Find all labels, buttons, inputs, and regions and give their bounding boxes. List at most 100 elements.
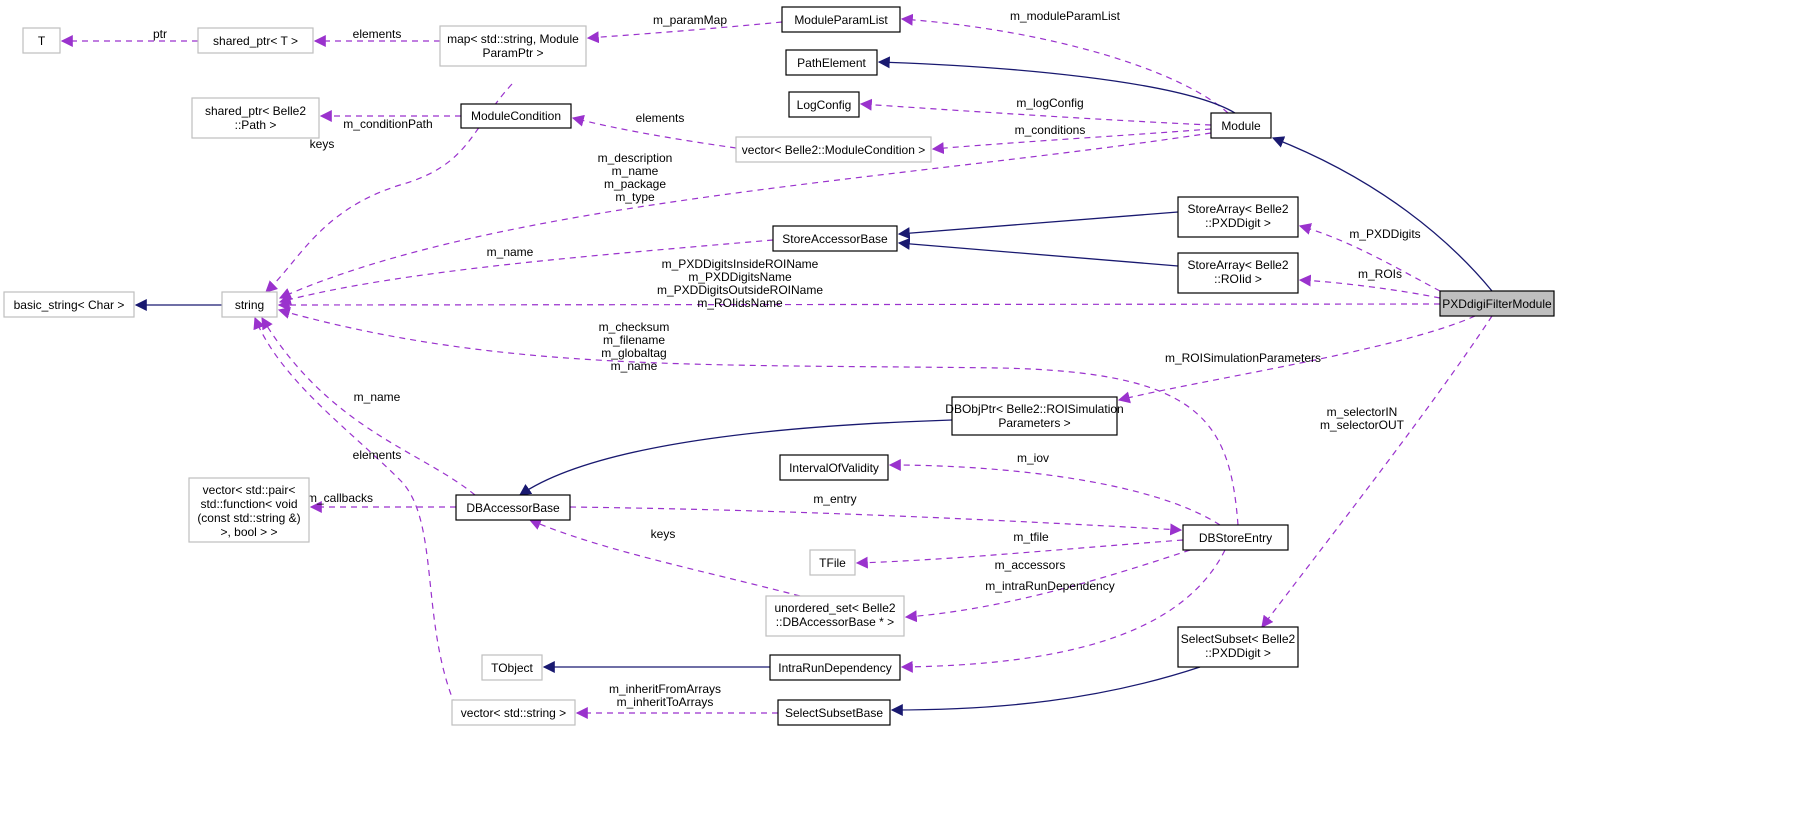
svg-text:IntervalOfValidity: IntervalOfValidity [789, 461, 879, 475]
node-PathElement[interactable]: PathElement [785, 49, 878, 76]
label-pxddigits: m_PXDDigits [1349, 227, 1420, 241]
node-TObject[interactable]: TObject [481, 654, 543, 681]
label-entry: m_entry [813, 492, 856, 506]
edge-elements-vecstr [253, 316, 456, 706]
label-paramMap: m_paramMap [653, 13, 727, 27]
svg-text:SelectSubset< Belle2: SelectSubset< Belle2 [1181, 632, 1296, 646]
edge-inherit-storearray-pxd [897, 211, 1179, 240]
svg-text:::PXDDigit >: ::PXDDigit > [1205, 216, 1271, 230]
edge-inherit-module [1271, 136, 1493, 292]
label-sab-string: m_name [487, 245, 534, 259]
svg-text:std::function< void: std::function< void [200, 497, 297, 511]
edge-dbse-string [277, 307, 1239, 526]
node-vector-string[interactable]: vector< std::string > [451, 699, 576, 726]
node-PXDdigiFilterModule[interactable]: PXDdigiFilterModule [1439, 290, 1555, 317]
label-rois: m_ROIs [1358, 267, 1402, 281]
edge-pxddigits [1298, 223, 1441, 292]
node-DBStoreEntry[interactable]: DBStoreEntry [1182, 524, 1289, 551]
node-DBObjPtr[interactable]: DBObjPtr< Belle2::ROISimulationParameter… [945, 396, 1124, 436]
svg-text:vector< std::string >: vector< std::string > [461, 706, 566, 720]
svg-text:map< std::string, Module: map< std::string, Module [447, 32, 579, 46]
node-LogConfig[interactable]: LogConfig [788, 91, 860, 118]
svg-text:DBObjPtr< Belle2::ROISimulatio: DBObjPtr< Belle2::ROISimulation [945, 402, 1123, 416]
svg-text:ParamPtr >: ParamPtr > [482, 46, 543, 60]
label-ptr: ptr [153, 27, 167, 41]
node-IntraRunDependency[interactable]: IntraRunDependency [769, 654, 901, 681]
node-StoreAccessorBase[interactable]: StoreAccessorBase [772, 225, 898, 252]
node-vector-modulecondition[interactable]: vector< Belle2::ModuleCondition > [735, 136, 932, 163]
svg-text:vector< Belle2::ModuleConditio: vector< Belle2::ModuleCondition > [742, 143, 925, 157]
node-shared-ptr-T[interactable]: shared_ptr< T > [197, 27, 314, 54]
edge-entry [569, 506, 1183, 536]
node-T[interactable]: T [22, 27, 61, 54]
edge-selector [1261, 315, 1493, 628]
svg-text:Parameters >: Parameters > [998, 416, 1070, 430]
svg-text:PXDdigiFilterModule: PXDdigiFilterModule [1442, 297, 1552, 311]
label-conditionPath: m_conditionPath [343, 117, 432, 131]
edge-inherit-selectsubsetbase [890, 666, 1201, 716]
svg-text:StoreAccessorBase: StoreAccessorBase [782, 232, 888, 246]
edge-intraRun [900, 549, 1226, 673]
svg-text:SelectSubsetBase: SelectSubsetBase [785, 706, 883, 720]
svg-text:(const std::string &): (const std::string &) [197, 511, 300, 525]
svg-text:::PXDDigit >: ::PXDDigit > [1205, 646, 1271, 660]
edge-accessors [904, 549, 1191, 623]
svg-text:StoreArray< Belle2: StoreArray< Belle2 [1187, 258, 1288, 272]
svg-text:string: string [235, 298, 264, 312]
node-vector-pair[interactable]: vector< std::pair<std::function< void(co… [188, 477, 310, 543]
svg-text:>, bool > >: >, bool > > [220, 525, 277, 539]
label-moduleParamList: m_moduleParamList [1010, 9, 1121, 23]
node-shared-ptr-path[interactable]: shared_ptr< Belle2::Path > [191, 97, 320, 139]
svg-text:T: T [38, 34, 46, 48]
edge-inherit-dbobjptr [519, 419, 953, 496]
svg-text:::ROIid >: ::ROIid > [1214, 272, 1262, 286]
svg-text:PathElement: PathElement [797, 56, 866, 70]
edge-logConfig [859, 98, 1212, 126]
svg-text:StoreArray< Belle2: StoreArray< Belle2 [1187, 202, 1288, 216]
node-StoreArray-ROIid[interactable]: StoreArray< Belle2::ROIid > [1177, 252, 1299, 294]
edge-conditions [931, 128, 1212, 155]
node-string[interactable]: string [221, 291, 278, 318]
node-unordered-set[interactable]: unordered_set< Belle2::DBAccessorBase * … [765, 595, 905, 637]
node-StoreArray-PXDDigit[interactable]: StoreArray< Belle2::PXDDigit > [1177, 196, 1299, 238]
svg-text:::DBAccessorBase * >: ::DBAccessorBase * > [776, 615, 894, 629]
node-IntervalOfValidity[interactable]: IntervalOfValidity [779, 454, 889, 481]
edge-inherit-storearray-roi [897, 237, 1179, 267]
label-conditions: m_conditions [1015, 123, 1086, 137]
label-logConfig: m_logConfig [1016, 96, 1083, 110]
edge-iov [888, 459, 1221, 526]
node-ModuleCondition[interactable]: ModuleCondition [460, 103, 572, 129]
node-SelectSubset[interactable]: SelectSubset< Belle2::PXDDigit > [1177, 626, 1299, 668]
label-callbacks: m_callbacks [307, 491, 373, 505]
label-accessors: m_accessors [995, 558, 1066, 572]
svg-text:shared_ptr< Belle2: shared_ptr< Belle2 [205, 104, 306, 118]
edge-paramMap [586, 21, 783, 44]
edge-inherit-pathelement [877, 56, 1236, 114]
svg-text:TFile: TFile [819, 556, 846, 570]
svg-text:shared_ptr< T >: shared_ptr< T > [213, 34, 298, 48]
svg-text:vector< std::pair<: vector< std::pair< [203, 483, 296, 497]
node-Module[interactable]: Module [1210, 112, 1272, 139]
svg-text:DBStoreEntry: DBStoreEntry [1199, 531, 1272, 545]
svg-text:unordered_set< Belle2: unordered_set< Belle2 [774, 601, 895, 615]
edge-sab-string [278, 239, 774, 306]
label-keys-uset: keys [651, 527, 676, 541]
node-TFile[interactable]: TFile [809, 549, 856, 576]
label-keys: keys [310, 137, 335, 151]
label-iov: m_iov [1017, 451, 1049, 465]
svg-text:IntraRunDependency: IntraRunDependency [778, 661, 891, 675]
label-elements-mc: elements [636, 111, 685, 125]
node-ModuleParamList[interactable]: ModuleParamList [781, 6, 901, 33]
svg-text:DBAccessorBase: DBAccessorBase [466, 501, 560, 515]
edge-rois [1298, 274, 1441, 299]
label-intraRun: m_intraRunDependency [985, 579, 1114, 593]
edge-elements-mc [571, 114, 737, 149]
node-DBAccessorBase[interactable]: DBAccessorBase [455, 494, 571, 521]
node-basic-string[interactable]: basic_string< Char > [3, 291, 135, 318]
svg-text:LogConfig: LogConfig [797, 98, 852, 112]
node-SelectSubsetBase[interactable]: SelectSubsetBase [777, 699, 891, 726]
